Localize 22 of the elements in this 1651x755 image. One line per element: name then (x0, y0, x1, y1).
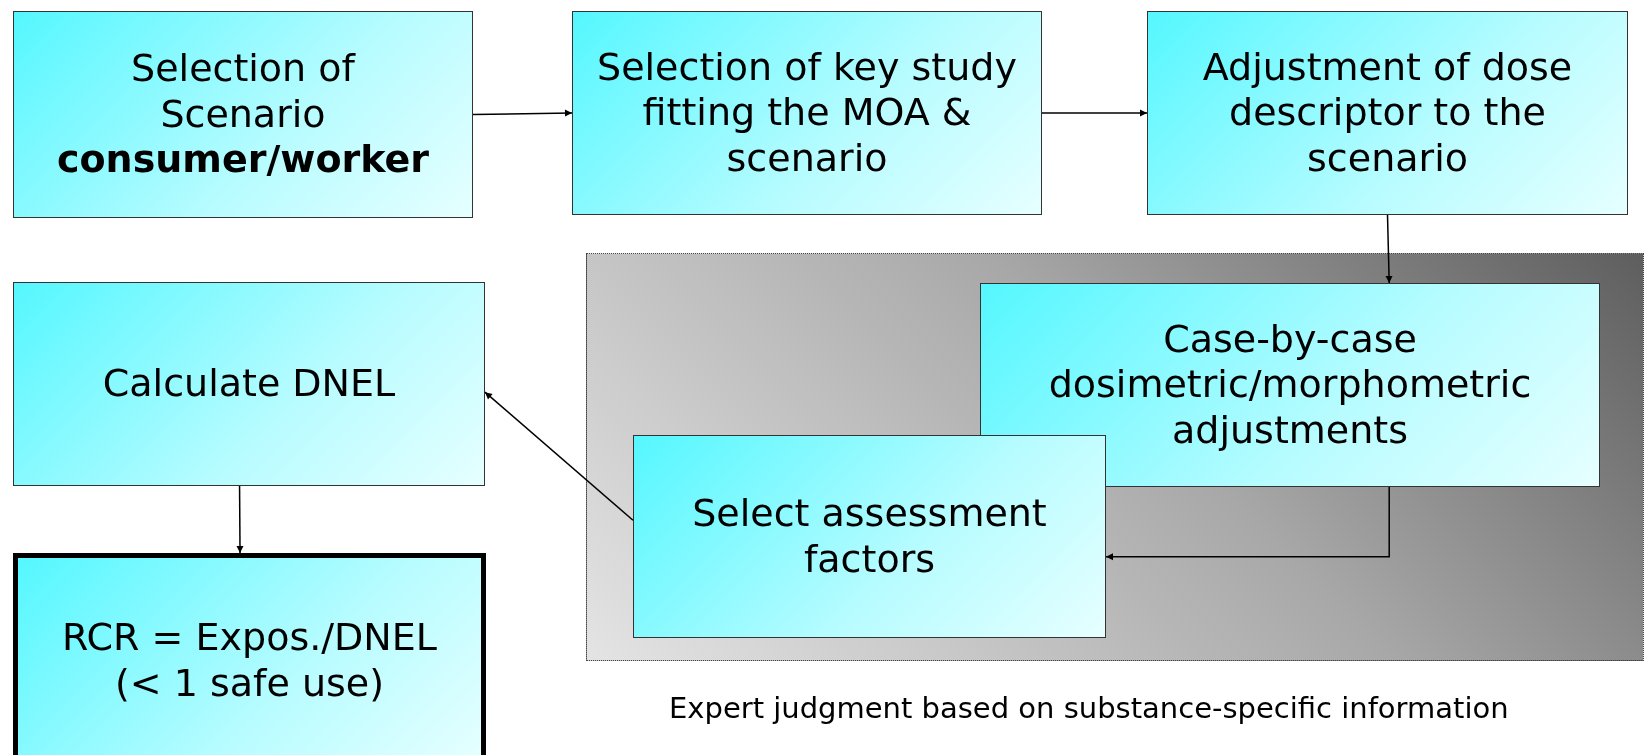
box-text: Selection of Scenario consumer/worker (56, 46, 430, 183)
arrow (472, 109, 573, 117)
result-box (13, 553, 486, 755)
note-text: Expert judgment based on substance-specific information (669, 691, 1509, 725)
process-box (633, 435, 1106, 638)
box-text: RCR = Expos./DNEL (< 1 safe use) (61, 614, 438, 707)
arrow (1041, 109, 1148, 117)
process-box (1147, 11, 1628, 215)
box-text: Selection of key study fitting the MOA & scenario (596, 44, 1018, 182)
arrow (236, 485, 244, 554)
box-text: Select assessment factors (691, 490, 1048, 583)
arrow (1385, 214, 1393, 284)
box-text: Adjustment of dose descriptor to the scenario (1201, 44, 1574, 182)
arrow (1105, 486, 1390, 561)
process-box (980, 283, 1600, 487)
arrow (484, 391, 634, 521)
process-box (13, 282, 485, 486)
box-text: Calculate DNEL (102, 361, 396, 407)
box-text: Case-by-case dosimetric/morphometric adjustments (1047, 316, 1533, 454)
shaded-region (586, 253, 1644, 661)
process-box (572, 11, 1042, 215)
process-box (13, 11, 473, 218)
